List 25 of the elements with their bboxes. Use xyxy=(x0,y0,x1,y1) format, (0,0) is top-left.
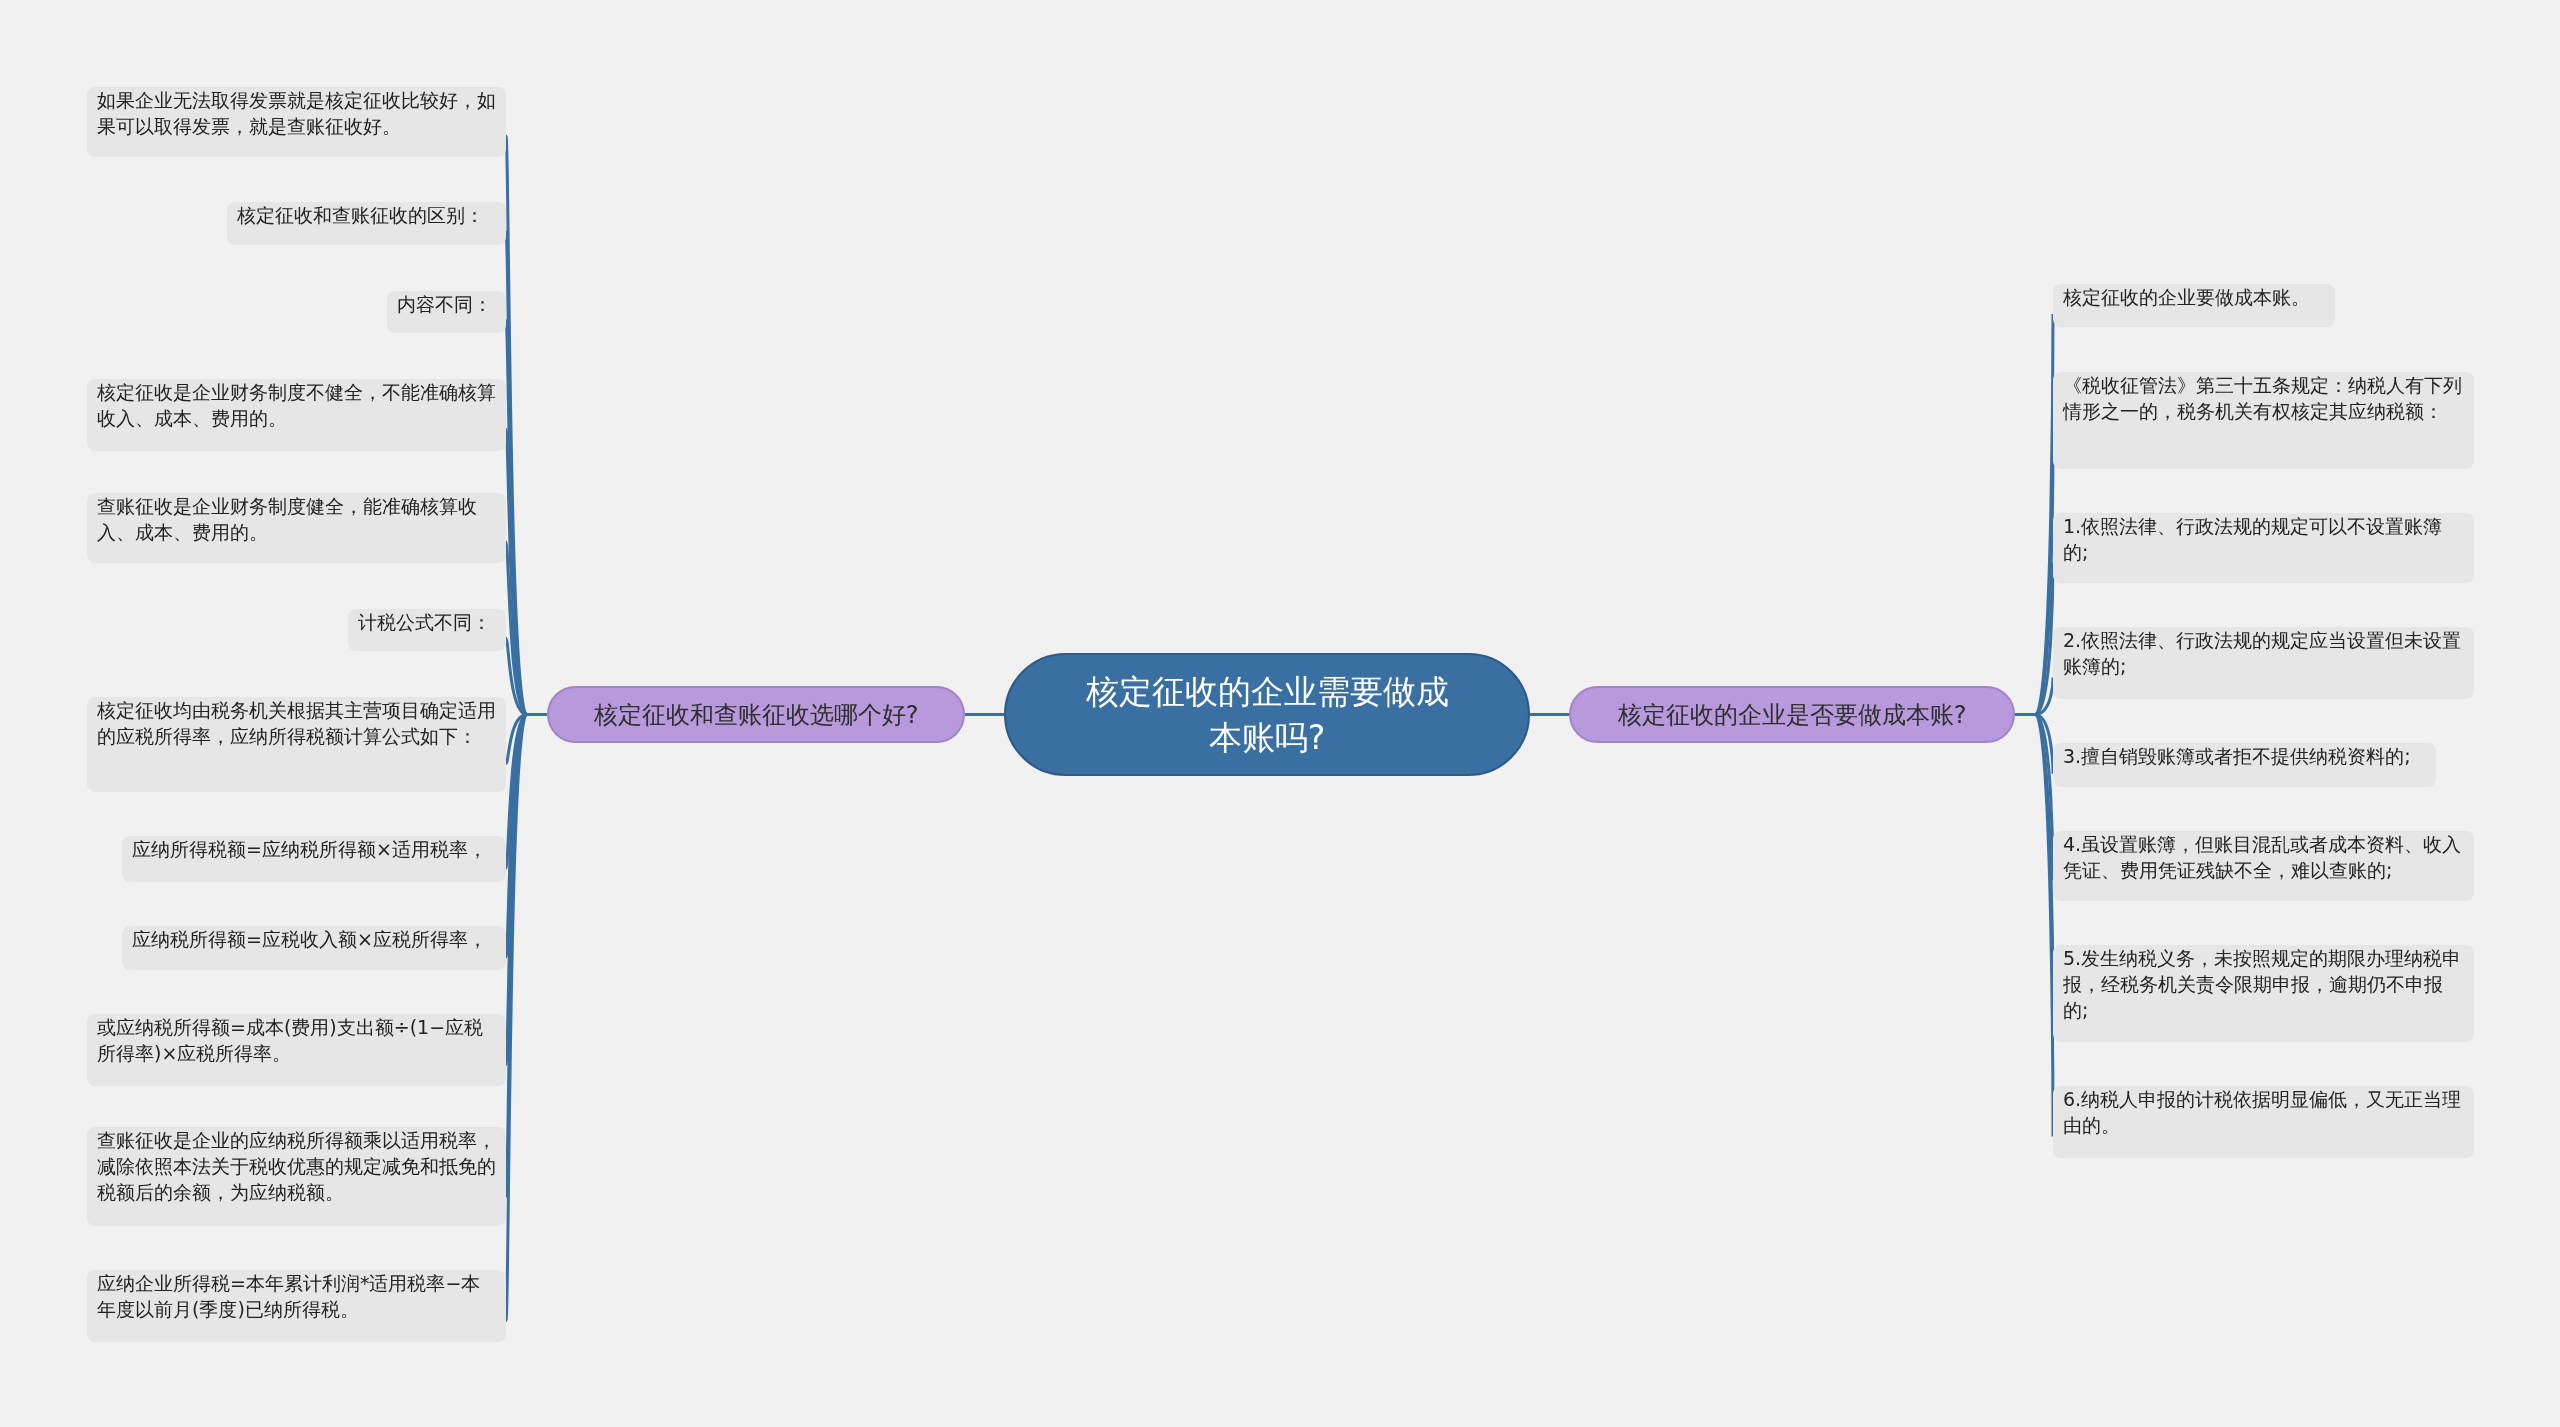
connector-line xyxy=(1530,713,1569,716)
branch-topic: 核定征收和查账征收选哪个好? xyxy=(547,686,965,743)
central-topic: 核定征收的企业需要做成本账吗? xyxy=(1004,653,1530,776)
leaf-topic: 查账征收是企业财务制度健全，能准确核算收入、成本、费用的。 xyxy=(87,493,506,563)
leaf-topic: 应纳企业所得税=本年累计利润*适用税率−本年度以前月(季度)已纳所得税。 xyxy=(87,1270,506,1342)
leaf-topic: 《税收征管法》第三十五条规定：纳税人有下列情形之一的，税务机关有权核定其应纳税额： xyxy=(2053,372,2474,469)
leaf-topic: 3.擅自销毁账簿或者拒不提供纳税资料的; xyxy=(2053,743,2436,787)
leaf-topic: 应纳税所得额=应税收入额×应税所得率， xyxy=(122,926,506,970)
leaf-topic: 查账征收是企业的应纳税所得额乘以适用税率，减除依照本法关于税收优惠的规定减免和抵免的税额后的余额，为应纳税额。 xyxy=(87,1127,506,1226)
leaf-topic: 核定征收和查账征收的区别： xyxy=(227,202,506,245)
leaf-topic: 4.虽设置账簿，但账目混乱或者成本资料、收入凭证、费用凭证残缺不全，难以查账的; xyxy=(2053,831,2474,901)
leaf-topic: 核定征收是企业财务制度不健全，不能准确核算收入、成本、费用的。 xyxy=(87,379,506,451)
leaf-topic: 或应纳税所得额=成本(费用)支出额÷(1−应税所得率)×应税所得率。 xyxy=(87,1014,506,1086)
branch-topic: 核定征收的企业是否要做成本账? xyxy=(1569,686,2015,743)
leaf-topic: 计税公式不同： xyxy=(348,609,506,651)
leaf-topic: 5.发生纳税义务，未按照规定的期限办理纳税申报，经税务机关责令限期申报，逾期仍不申报的; xyxy=(2053,945,2474,1042)
leaf-topic: 2.依照法律、行政法规的规定应当设置但未设置账簿的; xyxy=(2053,627,2474,699)
leaf-topic: 核定征收的企业要做成本账。 xyxy=(2053,284,2335,327)
leaf-topic: 1.依照法律、行政法规的规定可以不设置账簿的; xyxy=(2053,513,2474,583)
leaf-topic: 内容不同： xyxy=(387,291,506,333)
leaf-topic: 如果企业无法取得发票就是核定征收比较好，如果可以取得发票，就是查账征收好。 xyxy=(87,87,506,157)
leaf-topic: 6.纳税人申报的计税依据明显偏低，又无正当理由的。 xyxy=(2053,1086,2474,1158)
leaf-topic: 核定征收均由税务机关根据其主营项目确定适用的应税所得率，应纳所得税额计算公式如下： xyxy=(87,697,506,792)
connector-line xyxy=(965,713,1004,716)
leaf-topic: 应纳所得税额=应纳税所得额×适用税率， xyxy=(122,836,506,882)
